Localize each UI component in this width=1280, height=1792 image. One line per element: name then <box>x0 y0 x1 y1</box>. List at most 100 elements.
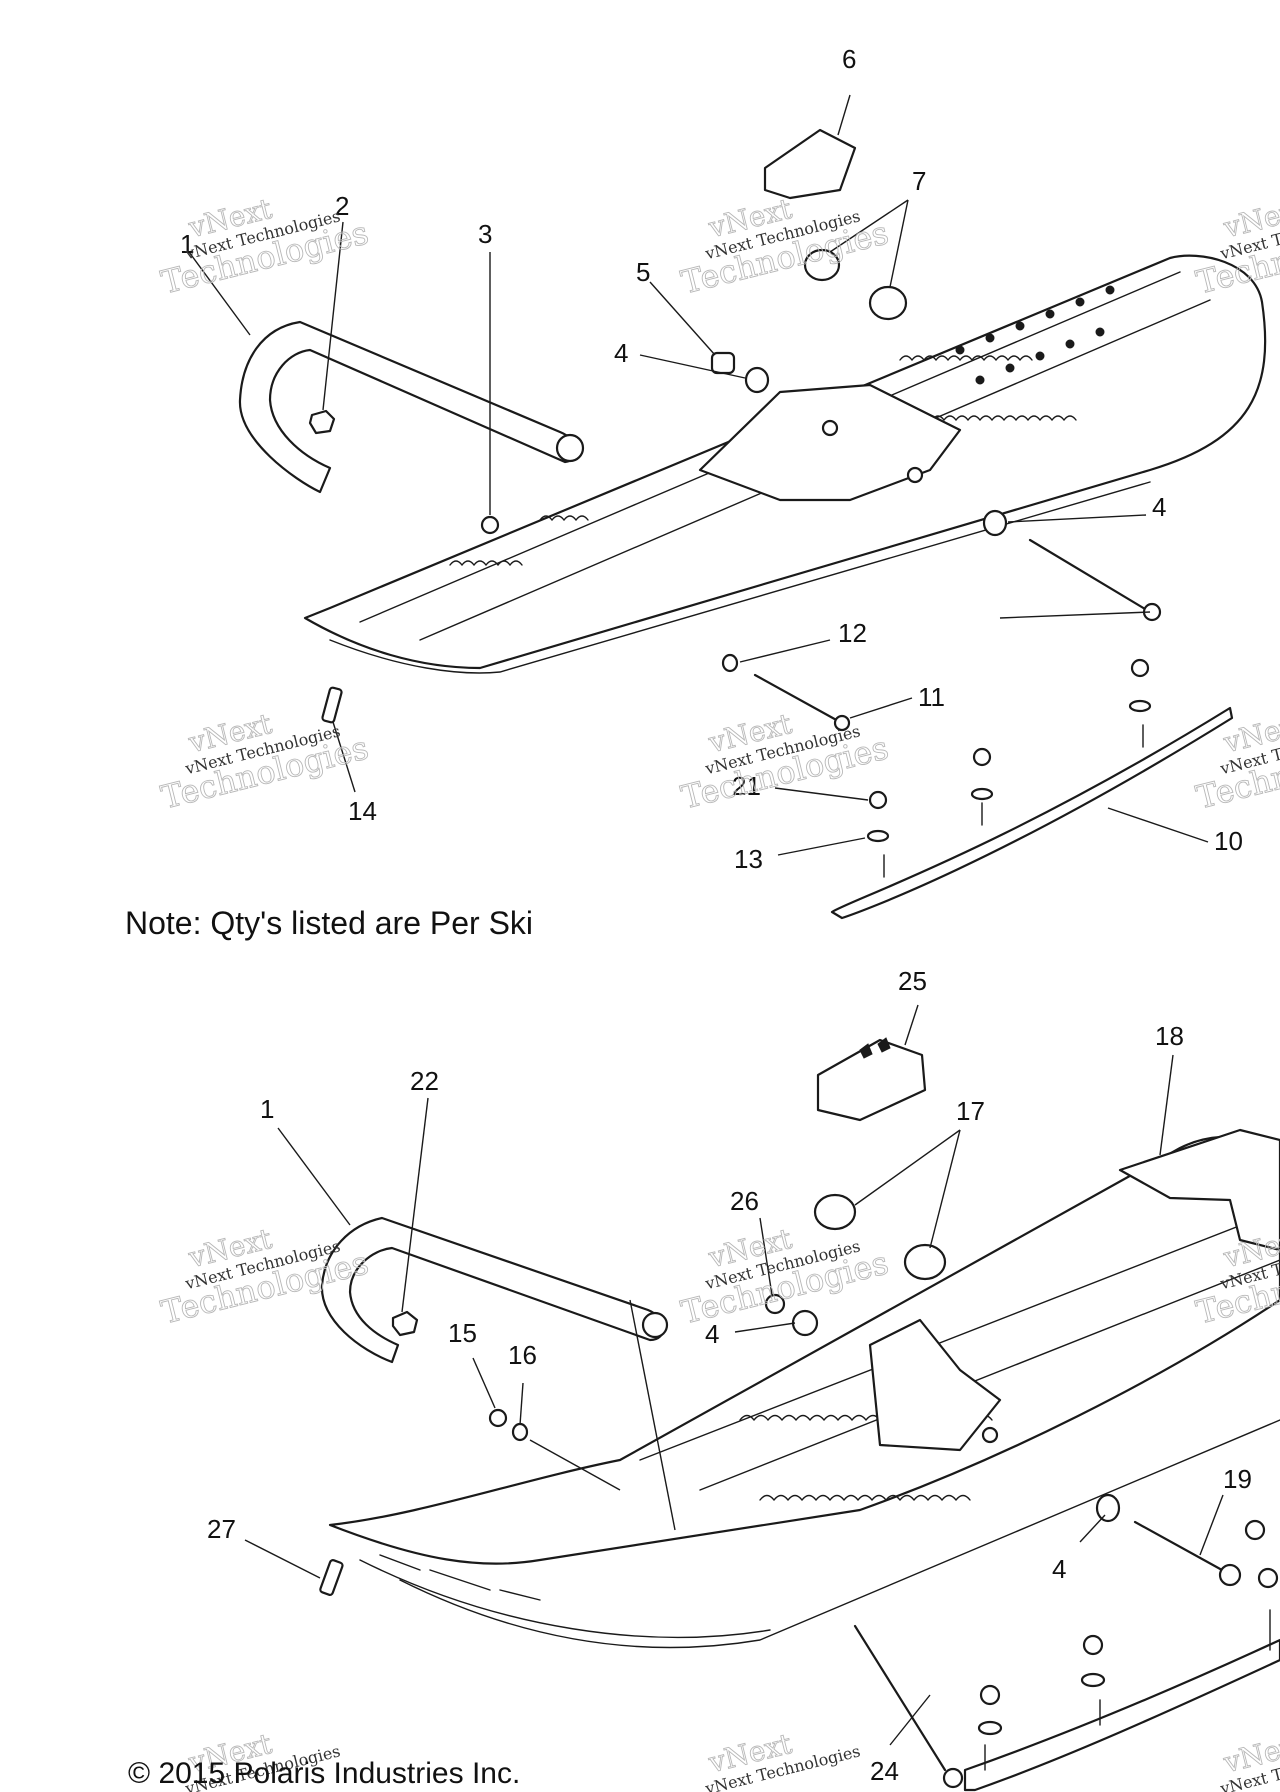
callout-1a: 1 <box>180 229 194 259</box>
ski-rear-deck-bottom <box>1118 1128 1280 1252</box>
watermark-12: vNext vNext Technologies <box>1217 1726 1280 1792</box>
callout-7: 7 <box>912 166 926 196</box>
washer-4a <box>744 366 770 394</box>
ski-assembly-top: 1 2 3 4 5 6 7 4 12 11 14 21 13 10 <box>180 44 1267 920</box>
nut-15 <box>488 1408 508 1428</box>
callout-15: 15 <box>448 1318 477 1348</box>
ski-handle-bottom <box>320 1216 665 1364</box>
callout-5: 5 <box>636 257 650 287</box>
bolt-14 <box>321 686 343 724</box>
handle-end-bottom <box>641 1311 669 1339</box>
callout-10: 10 <box>1214 826 1243 856</box>
runner-studs-bottom <box>984 1609 1271 1771</box>
callout-22: 22 <box>410 1066 439 1096</box>
callout-3: 3 <box>478 219 492 249</box>
watermark-5: vNext vNext Technologies Technologies <box>677 706 893 817</box>
washer-4c <box>791 1309 819 1337</box>
nut-21c <box>1130 658 1150 678</box>
nut-21 <box>868 790 888 810</box>
nut-3 <box>480 515 500 535</box>
washer-4b <box>982 509 1008 537</box>
saddle-hole-2-top <box>906 466 924 484</box>
note-qty-per-ski: Note: Qty's listed are Per Ski <box>125 905 534 941</box>
callout-2: 2 <box>335 191 349 221</box>
nut-26 <box>764 1293 786 1315</box>
callout-11: 11 <box>918 682 945 712</box>
watermark-6: vNext vNext Technologies Technologies <box>1192 706 1280 817</box>
ski-assembly-bottom: 25 18 1 22 17 26 4 15 16 27 19 4 24 <box>207 966 1280 1792</box>
bolt-27 <box>319 1559 344 1596</box>
callout-27: 27 <box>207 1514 236 1544</box>
callout-13: 13 <box>734 844 763 874</box>
callout-17: 17 <box>956 1096 985 1126</box>
bolt-11 <box>753 673 842 724</box>
callout-24: 24 <box>870 1756 899 1786</box>
ski-handle-top <box>238 320 578 494</box>
carbide-runner-bottom <box>963 1638 1280 1792</box>
washer-13c <box>1128 699 1152 713</box>
callout-12: 12 <box>838 618 867 648</box>
nut-b2 <box>979 1684 1001 1706</box>
callout-4d: 4 <box>1052 1554 1066 1584</box>
nut-2 <box>308 409 336 435</box>
bushing-17b <box>903 1243 947 1281</box>
callout-21: 21 <box>732 771 761 801</box>
ski-keel-top <box>329 481 1151 674</box>
ski-tip-emboss <box>379 1554 541 1601</box>
wear-pad-25-detail <box>859 1037 891 1059</box>
nut-b3 <box>1244 1519 1266 1541</box>
leaders-top <box>188 94 1209 856</box>
bushing-7a <box>803 248 841 282</box>
callout-4c: 4 <box>705 1319 719 1349</box>
callout-1b: 1 <box>260 1094 274 1124</box>
callout-4b: 4 <box>1152 492 1166 522</box>
watermark-11: vNext vNext Technologies <box>702 1726 862 1792</box>
bushing-7b <box>868 285 908 321</box>
saddle-hole-bottom <box>981 1426 999 1444</box>
watermark-2: vNext vNext Technologies Technologies <box>677 191 893 302</box>
carbide-runner-top <box>830 706 1234 920</box>
callout-26: 26 <box>730 1186 759 1216</box>
spindle-saddle-top <box>698 383 962 502</box>
washer-13 <box>866 829 890 843</box>
callout-14: 14 <box>348 796 377 826</box>
bolt-24 <box>853 1624 947 1772</box>
callout-19: 19 <box>1223 1464 1252 1494</box>
wear-pad-25 <box>816 1038 927 1122</box>
bolt-19-head <box>1218 1563 1242 1587</box>
bolt-24-head <box>942 1767 964 1789</box>
washer-13b <box>970 787 994 801</box>
ski-body-bottom <box>328 1135 1280 1565</box>
bolt-19 <box>1133 1520 1224 1572</box>
ski-keel-bottom <box>399 1419 1280 1649</box>
ski-lower-edge-bottom <box>359 1559 771 1639</box>
washer-12 <box>721 653 739 673</box>
bolt-axle-top <box>1028 538 1152 614</box>
wear-bar-pad-6 <box>763 128 857 200</box>
callout-18: 18 <box>1155 1021 1184 1051</box>
washer-b1 <box>1080 1672 1106 1688</box>
callout-4a: 4 <box>614 338 628 368</box>
runner-studs-top <box>883 724 1144 878</box>
nut-b4 <box>1257 1567 1279 1589</box>
bolt-11-head <box>833 714 851 732</box>
nut-21b <box>972 747 992 767</box>
nut-22 <box>391 1310 419 1337</box>
washer-b2 <box>977 1720 1003 1736</box>
ski-serration-top <box>449 355 1077 567</box>
callout-25: 25 <box>898 966 927 996</box>
callout-16: 16 <box>508 1340 537 1370</box>
copyright-notice: © 2015 Polaris Industries Inc. <box>128 1757 521 1790</box>
washer-16 <box>511 1422 529 1442</box>
nut-5 <box>710 351 736 375</box>
watermark-3: vNext vNext Technologies Technologies <box>1192 191 1280 302</box>
handle-end-top <box>555 433 585 463</box>
nut-b1 <box>1082 1634 1104 1656</box>
saddle-hole-top <box>821 419 839 437</box>
callout-6: 6 <box>842 44 856 74</box>
ski-upper-rail-bottom <box>639 1209 1280 1491</box>
washer-4d <box>1095 1493 1121 1523</box>
leaders-bottom <box>244 1004 1224 1746</box>
spindle-saddle-bottom <box>868 1318 1002 1452</box>
